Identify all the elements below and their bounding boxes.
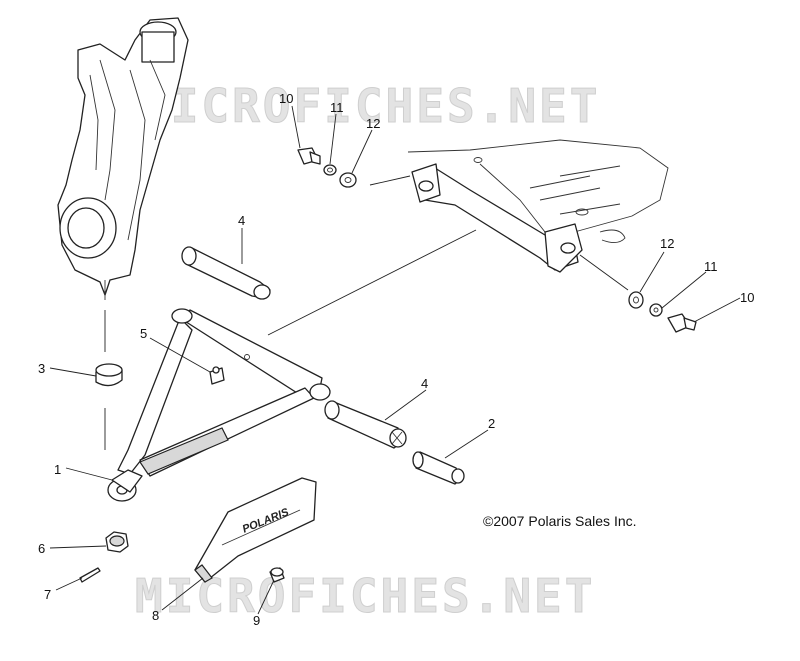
callout-labels: 10 11 12 4 5 3 4 2 1 6 7 8 9 12 11 10 [38,91,754,628]
callout-10-lower: 10 [740,290,754,305]
bushing-upper [181,246,271,300]
lockwasher-upper [323,164,337,176]
cup [95,363,123,387]
copyright-notice: ©2007 Polaris Sales Inc. [483,513,637,529]
steering-knuckle [57,17,189,300]
lockwasher-lower [649,303,663,317]
callout-1: 1 [54,462,61,477]
frame-section [407,139,669,273]
bolt-lower [667,313,697,333]
assembly-lines [104,175,629,450]
callout-8: 8 [152,608,159,623]
callout-2: 2 [488,416,495,431]
callout-10-upper: 10 [279,91,293,106]
sleeve [412,451,465,485]
callout-4-lower: 4 [421,376,428,391]
bolt-upper [297,147,321,165]
washer-lower [628,291,644,309]
callout-5: 5 [140,326,147,341]
callout-9: 9 [253,613,260,628]
callout-12-lower: 12 [660,236,674,251]
a-arm-guard: POLARIS [194,477,317,583]
nut [105,531,129,553]
callout-11-lower: 11 [704,259,718,274]
cotter-pin [79,567,101,583]
a-arm [107,308,331,502]
callout-7: 7 [44,587,51,602]
callout-6: 6 [38,541,45,556]
washer-upper [339,172,357,188]
bushing-lower [324,400,407,449]
grease-fitting [209,366,225,385]
callout-11-upper: 11 [330,100,344,115]
callout-3: 3 [38,361,45,376]
watermark-top: MICROFICHES.NET [140,79,600,133]
callout-4-upper: 4 [238,213,245,228]
callout-leaders [49,105,741,615]
guard-screw [269,567,285,583]
callout-12-upper: 12 [366,116,380,131]
